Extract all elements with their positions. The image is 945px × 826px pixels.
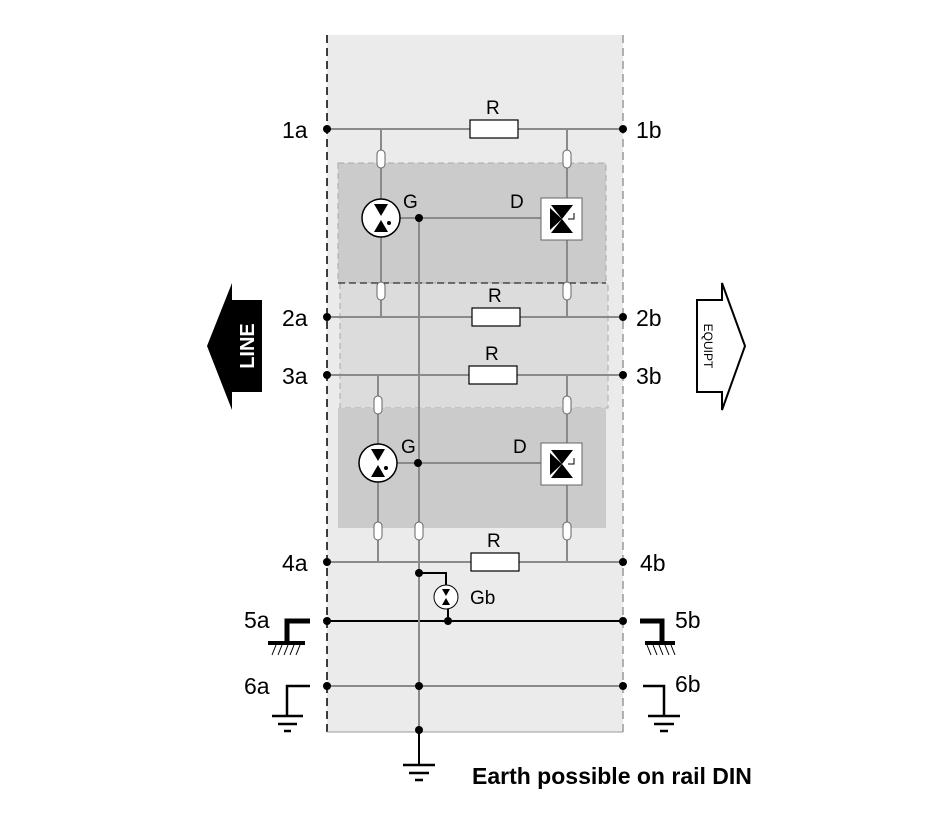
gas-tube-gb xyxy=(433,584,459,610)
terminal-3b: 3b xyxy=(636,363,662,389)
diode-1 xyxy=(540,197,583,241)
gas-tube-label: G xyxy=(401,437,416,458)
terminal-4a: 4a xyxy=(282,550,308,576)
terminal-6a: 6a xyxy=(244,673,270,699)
terminal-6b: 6b xyxy=(675,671,701,697)
resistor-label: R xyxy=(487,531,501,552)
chassis-ground-5a-icon xyxy=(268,618,310,656)
terminal-5a: 5a xyxy=(244,607,270,633)
equipt-arrow: EQUIPT xyxy=(696,282,747,411)
terminal-5b: 5b xyxy=(675,607,701,633)
gas-tube-label: G xyxy=(403,192,418,213)
diode-label: D xyxy=(513,437,527,458)
gas-tube-2 xyxy=(358,443,398,483)
earth-ground-6b-icon xyxy=(643,684,680,733)
line-arrow: LINE xyxy=(207,283,262,410)
terminal-2b: 2b xyxy=(636,305,662,331)
resistor-label: R xyxy=(488,286,502,307)
gas-tube-b-label: Gb xyxy=(470,588,495,609)
resistor-2 xyxy=(471,307,521,327)
terminal-2a: 2a xyxy=(282,305,308,331)
diode-label: D xyxy=(510,192,524,213)
caption: Earth possible on rail DIN xyxy=(472,763,752,789)
resistor-3 xyxy=(468,365,518,385)
chassis-ground-5b-icon xyxy=(640,618,676,656)
resistor-label: R xyxy=(485,344,499,365)
resistor-1 xyxy=(469,119,519,139)
diode-2 xyxy=(540,442,583,486)
earth-ground-6a-icon xyxy=(272,684,310,733)
resistor-4 xyxy=(470,552,520,572)
junction-dots xyxy=(323,125,627,734)
resistor-label: R xyxy=(486,98,500,119)
earth-ground-icon xyxy=(403,763,435,782)
gas-tube-1 xyxy=(361,198,401,238)
terminal-1a: 1a xyxy=(282,117,308,143)
terminal-1b: 1b xyxy=(636,117,662,143)
middle-module xyxy=(339,282,609,409)
terminal-3a: 3a xyxy=(282,363,308,389)
contact-clips xyxy=(373,149,572,541)
line-arrow-label: LINE xyxy=(237,323,259,369)
terminal-4b: 4b xyxy=(640,550,666,576)
equipt-arrow-label: EQUIPT xyxy=(701,324,715,369)
